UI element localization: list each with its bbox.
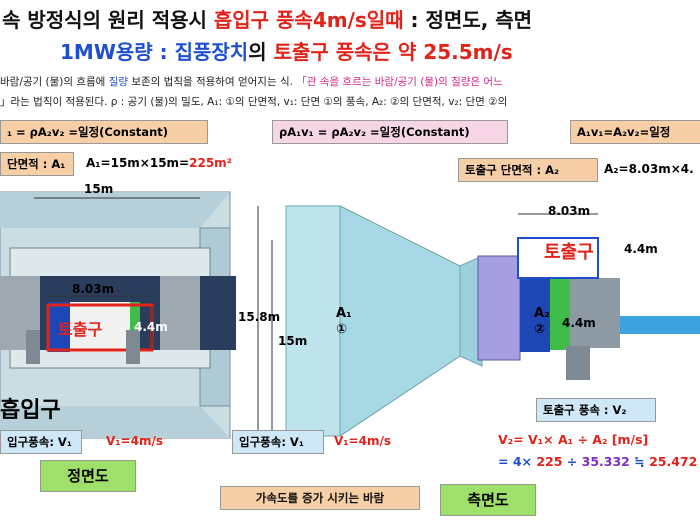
side-view-drawing xyxy=(257,205,700,438)
front-inlet-label: 흡입구 xyxy=(0,398,61,423)
front-outlet-height-dim: 4.4m xyxy=(134,320,168,334)
side-outlet-speed-label: 토출구 풍속 : V₂ xyxy=(536,398,656,422)
side-a1-label: A₁ xyxy=(336,306,352,321)
side-outlet-width-dim: 8.03m xyxy=(548,204,591,218)
side-outer-height-dim: 15.8m xyxy=(238,310,281,324)
side-inlet-speed-label: 입구풍속: V₁ xyxy=(232,430,324,454)
explanation-line-2: 」라는 법칙이 적용된다. ρ : 공기 (물)의 밀도, A₁: ①의 단면적… xyxy=(0,96,508,108)
front-inlet-speed-label: 입구풍속: V₁ xyxy=(0,430,82,454)
front-inlet-speed-value: V₁=4m/s xyxy=(106,434,163,448)
side-accel-label: 가속도를 증가 시키는 바람 xyxy=(220,486,420,510)
side-inner-height-dim: 15m xyxy=(278,334,308,348)
front-view-drawing xyxy=(0,191,236,439)
side-outlet-label: 토출구 xyxy=(544,242,594,263)
front-view-name: 정면도 xyxy=(40,460,136,492)
side-a1-circle: ① xyxy=(336,322,348,337)
front-width-dim: 15m xyxy=(84,182,114,196)
front-area-label: 단면적 : A₁ xyxy=(0,152,74,176)
side-inlet-speed-value: V₁=4m/s xyxy=(334,434,391,448)
explanation-line-1: 바람/공기 (물)의 흐름에 질량 보존의 법칙을 적용하여 얻어지는 식. 「… xyxy=(0,76,503,88)
front-area-formula: A₁=15m×15m=225m² xyxy=(86,156,232,170)
side-calc-line-1: V₂= V₁× A₁ ÷ A₂ [m/s] xyxy=(498,432,649,447)
side-area-formula: A₂=8.03m×4. xyxy=(604,162,694,176)
formula-box-3: A₁v₁=A₂v₂=일정 xyxy=(570,120,700,144)
side-calc-line-2: = 4× 225 ÷ 35.332 ≒ 25.472 xyxy=(498,454,698,469)
side-area-label: 토출구 단면적 : A₂ xyxy=(458,158,598,182)
title-line-2: 1MW용량 : 집풍장치의 토출구 풍속은 약 25.5m/s xyxy=(60,40,513,64)
side-view-name: 측면도 xyxy=(440,484,536,516)
side-a2-circle: ② xyxy=(534,322,546,337)
formula-box-1: ₁ = ρA₂v₂ =일정(Constant) xyxy=(0,120,208,144)
side-a2-label: A₂ xyxy=(534,306,550,321)
front-outlet-width-dim: 8.03m xyxy=(72,282,115,296)
formula-box-2: ρA₁v₁ = ρA₂v₂ =일정(Constant) xyxy=(272,120,508,144)
side-outlet-inner-height-dim: 4.4m xyxy=(562,316,596,330)
title-line-1: 속 방정식의 원리 적용시 흡입구 풍속4m/s일때 : 정면도, 측면 xyxy=(2,8,533,32)
front-outlet-label: 토출구 xyxy=(58,320,103,339)
side-outlet-height-dim: 4.4m xyxy=(624,242,658,256)
